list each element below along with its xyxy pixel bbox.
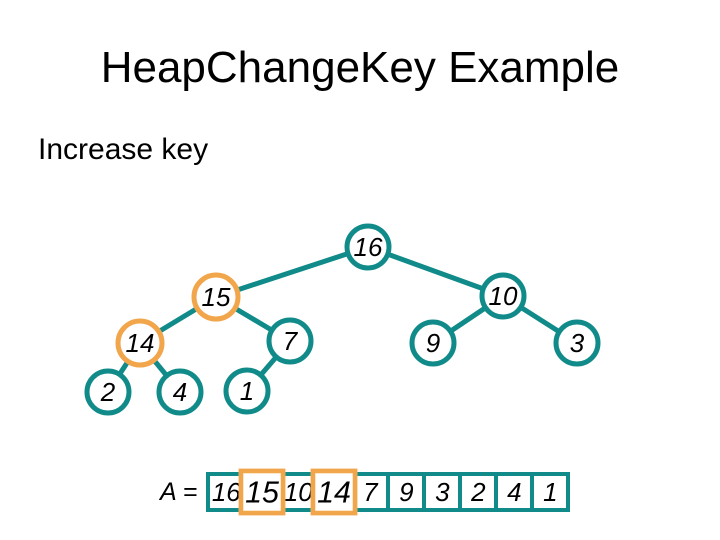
tree-node-label: 2 — [100, 377, 116, 407]
tree-edge — [213, 244, 371, 300]
tree-edge — [213, 294, 293, 344]
tree-node-circle — [223, 367, 271, 415]
array-cell-highlighted: 15 — [238, 468, 286, 516]
tree-edge — [137, 294, 219, 346]
tree-node-label: 14 — [126, 328, 155, 358]
array-cells: 16 15 10 14 7 9 3 2 4 1 — [206, 468, 571, 516]
array-cell: 9 — [386, 472, 427, 512]
array-cell: 4 — [494, 472, 535, 512]
tree-node-circle-highlighted — [191, 272, 241, 322]
tree-node-label: 1 — [240, 376, 254, 406]
tree-node-label: 4 — [173, 377, 187, 407]
array-cell: 1 — [530, 472, 571, 512]
tree-node-circle — [84, 368, 132, 416]
tree-node-circle — [266, 317, 314, 365]
tree-edge — [500, 293, 580, 346]
tree-node-circle — [156, 368, 204, 416]
array-label: A = — [160, 477, 198, 506]
array-cell: 2 — [458, 472, 499, 512]
tree-edge — [244, 338, 293, 394]
array-cell-highlighted: 14 — [310, 468, 358, 516]
tree-node-circle — [344, 223, 392, 271]
tree-edge — [365, 244, 506, 299]
tree-node-label: 7 — [283, 326, 299, 356]
tree-node-label: 3 — [570, 328, 585, 358]
tree-node-circle — [553, 319, 601, 367]
array-cell: 3 — [422, 472, 463, 512]
tree-node-label: 15 — [202, 282, 231, 312]
tree-edge — [137, 340, 183, 395]
tree-node-circle-highlighted — [115, 318, 165, 368]
tree-node-circle — [409, 319, 457, 367]
tree-node-label: 10 — [489, 281, 518, 311]
subtitle: Increase key — [38, 133, 209, 166]
slide-title: HeapChangeKey Example — [100, 43, 620, 92]
tree-node-circle — [479, 272, 527, 320]
tree-node-label: 9 — [426, 328, 440, 358]
heap-array: A = 16 15 10 14 7 9 3 2 4 1 — [160, 468, 571, 516]
tree-edge — [105, 340, 143, 395]
tree-edge — [430, 293, 506, 346]
tree-node-label: 16 — [354, 232, 383, 262]
